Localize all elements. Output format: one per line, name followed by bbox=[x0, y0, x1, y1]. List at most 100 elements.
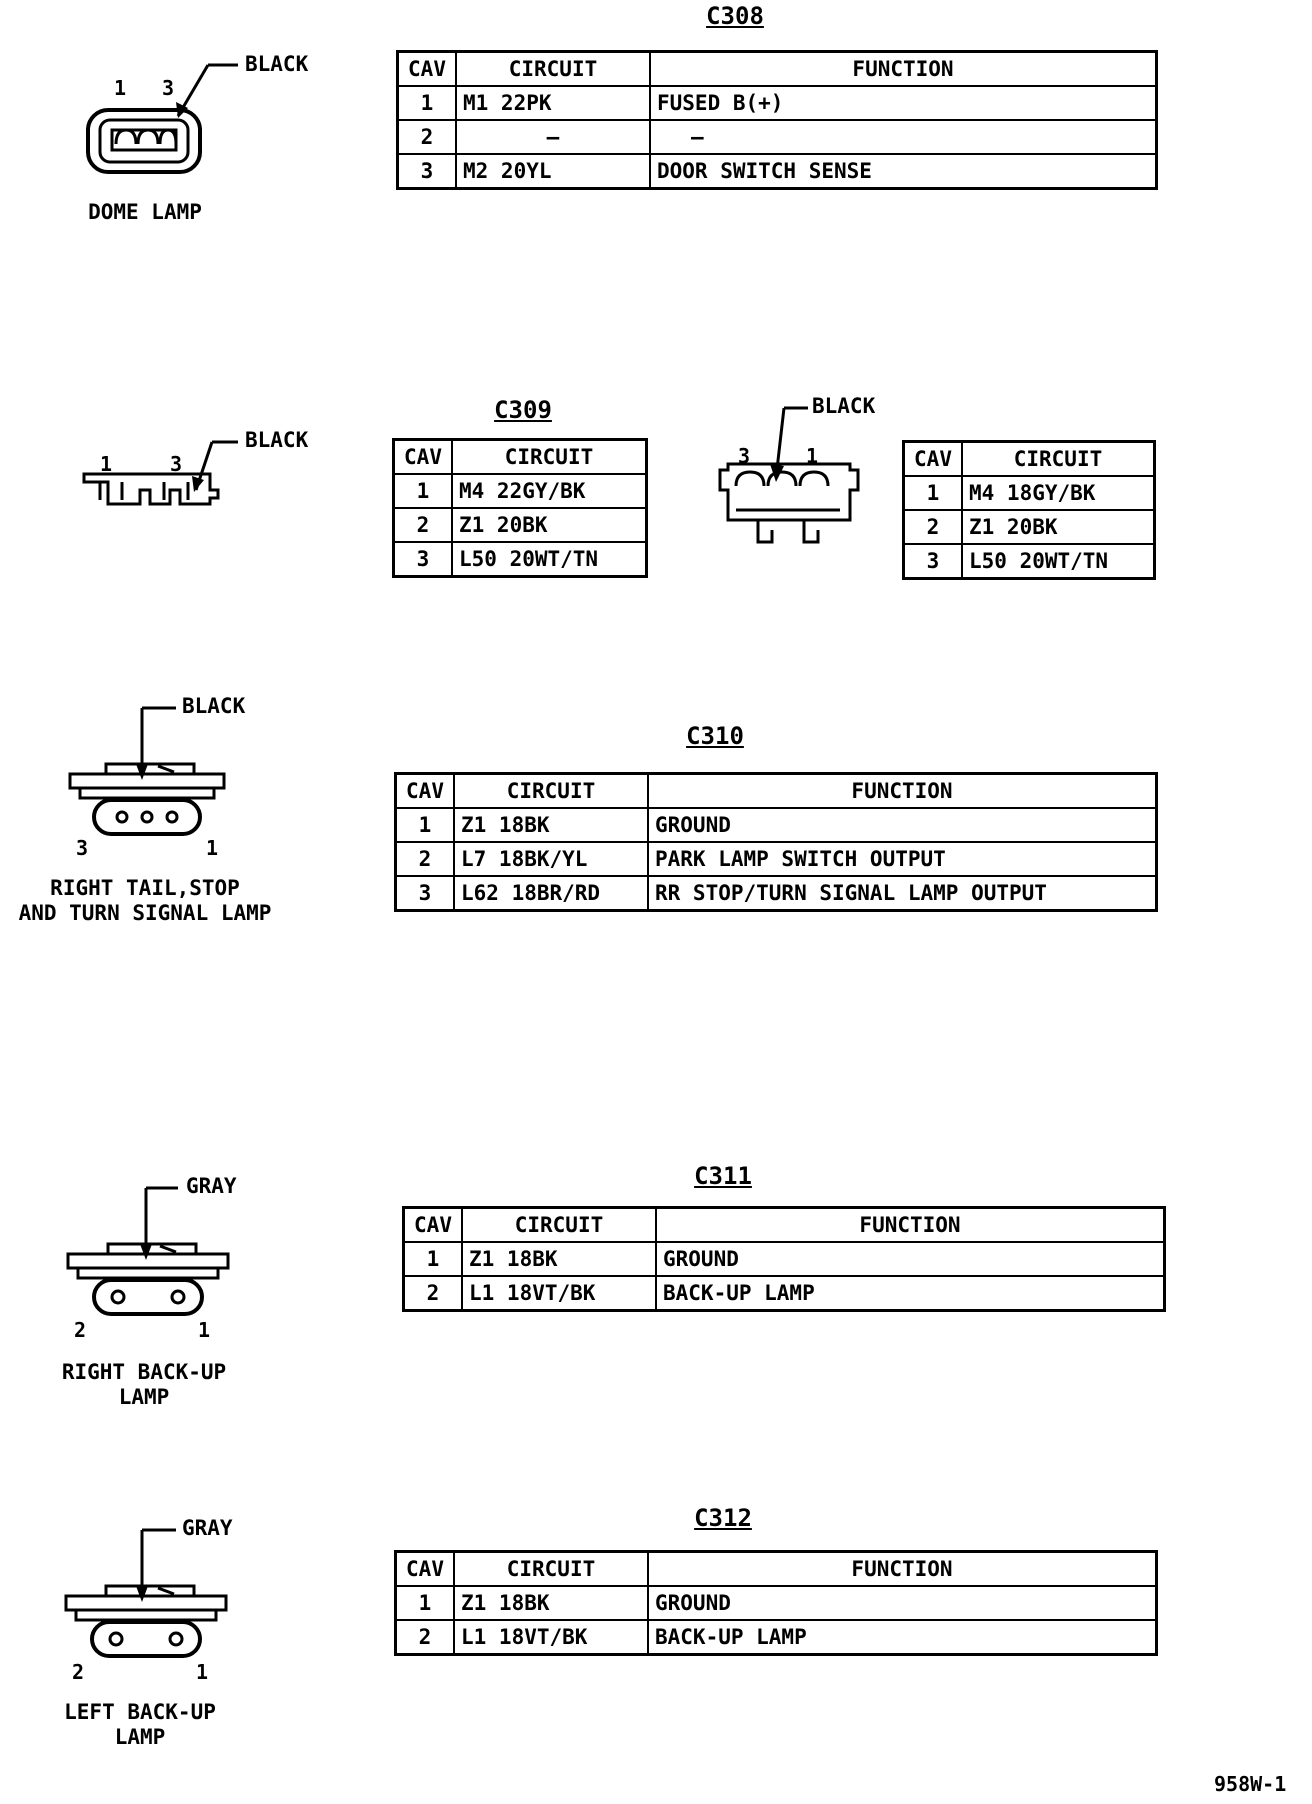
col-header-function: FUNCTION bbox=[647, 1550, 1158, 1587]
col-header-cav: CAV bbox=[392, 438, 453, 475]
function-cell: PARK LAMP SWITCH OUTPUT bbox=[647, 841, 1158, 877]
circuit-cell: Z1 20BK bbox=[451, 507, 648, 543]
c310-color-label: BLACK bbox=[182, 694, 246, 718]
circuit-cell: L7 18BK/YL bbox=[453, 841, 649, 877]
table-row: 1 Z1 18BK GROUND bbox=[394, 807, 1158, 843]
c308-color-label: BLACK bbox=[245, 52, 309, 76]
table-row: 1 M4 22GY/BK bbox=[392, 473, 648, 509]
c309-right-color-label: BLACK bbox=[812, 394, 876, 418]
c309-left-pin-1: 1 bbox=[100, 452, 113, 476]
c309-left-pin-3: 3 bbox=[170, 452, 183, 476]
cav-cell: 1 bbox=[396, 85, 457, 121]
col-header-function: FUNCTION bbox=[649, 50, 1158, 87]
col-header-circuit: CIRCUIT bbox=[961, 440, 1156, 477]
c310-pin-1: 1 bbox=[206, 836, 219, 860]
table-row: 2 L7 18BK/YL PARK LAMP SWITCH OUTPUT bbox=[394, 841, 1158, 877]
circuit-cell: Z1 18BK bbox=[461, 1241, 657, 1277]
table-row: 3 L50 20WT/TN bbox=[392, 541, 648, 578]
c311-pin-2: 2 bbox=[74, 1318, 87, 1342]
cav-cell: 1 bbox=[394, 1585, 455, 1621]
c309-right-pin-1: 1 bbox=[806, 444, 819, 468]
function-cell: — bbox=[649, 119, 1158, 155]
function-cell: FUSED B(+) bbox=[649, 85, 1158, 121]
cav-cell: 2 bbox=[392, 507, 453, 543]
cav-cell: 2 bbox=[902, 509, 963, 545]
cav-cell: 3 bbox=[396, 153, 457, 190]
c308-part-label: DOME LAMP bbox=[88, 200, 202, 224]
c312-part-label-line2: LAMP bbox=[114, 1725, 166, 1749]
c312-color-label: GRAY bbox=[182, 1516, 233, 1540]
c311-part-label-line1: RIGHT BACK-UP bbox=[61, 1360, 227, 1384]
function-cell: GROUND bbox=[647, 1585, 1158, 1621]
dome-lamp-connector-icon bbox=[86, 63, 238, 174]
table-row: 1 M4 18GY/BK bbox=[902, 475, 1156, 511]
col-header-cav: CAV bbox=[902, 440, 963, 477]
col-header-circuit: CIRCUIT bbox=[461, 1206, 657, 1243]
cav-cell: 1 bbox=[392, 473, 453, 509]
c311-pin-1: 1 bbox=[198, 1318, 211, 1342]
figure-id: 958W-1 bbox=[1214, 1772, 1287, 1796]
table-row: 2 — — bbox=[396, 119, 1158, 155]
table-row: 1 Z1 18BK GROUND bbox=[402, 1241, 1166, 1277]
col-header-cav: CAV bbox=[396, 50, 457, 87]
c310-pin-3: 3 bbox=[76, 836, 89, 860]
function-cell: BACK-UP LAMP bbox=[647, 1619, 1158, 1656]
table-row: 2 Z1 20BK bbox=[902, 509, 1156, 545]
c309-right-pin-3: 3 bbox=[738, 444, 751, 468]
table-row: 2 Z1 20BK bbox=[392, 507, 648, 543]
table-row: 2 L1 18VT/BK BACK-UP LAMP bbox=[402, 1275, 1166, 1312]
col-header-circuit: CIRCUIT bbox=[455, 50, 651, 87]
circuit-cell: Z1 18BK bbox=[453, 807, 649, 843]
table-row: 1 Z1 18BK GROUND bbox=[394, 1585, 1158, 1621]
c309-left-color-label: BLACK bbox=[245, 428, 309, 452]
function-cell: GROUND bbox=[647, 807, 1158, 843]
col-header-circuit: CIRCUIT bbox=[451, 438, 648, 475]
function-cell: GROUND bbox=[655, 1241, 1166, 1277]
c308-pin-3: 3 bbox=[162, 76, 175, 100]
c309-title: C309 bbox=[494, 396, 552, 424]
cav-cell: 3 bbox=[392, 541, 453, 578]
c309-right-table: CAV CIRCUIT 1 M4 18GY/BK 2 Z1 20BK 3 L50… bbox=[902, 440, 1156, 580]
table-row: 3 M2 20YL DOOR SWITCH SENSE bbox=[396, 153, 1158, 190]
table-row: 2 L1 18VT/BK BACK-UP LAMP bbox=[394, 1619, 1158, 1656]
circuit-cell: L1 18VT/BK bbox=[461, 1275, 657, 1312]
cav-cell: 3 bbox=[902, 543, 963, 580]
c310-title: C310 bbox=[686, 722, 744, 750]
cav-cell: 2 bbox=[402, 1275, 463, 1312]
function-cell: DOOR SWITCH SENSE bbox=[649, 153, 1158, 190]
cav-cell: 2 bbox=[396, 119, 457, 155]
circuit-cell: L50 20WT/TN bbox=[451, 541, 648, 578]
circuit-cell: M1 22PK bbox=[455, 85, 651, 121]
c312-connector-icon bbox=[64, 1528, 228, 1658]
cav-cell: 3 bbox=[394, 875, 455, 912]
circuit-cell: M4 18GY/BK bbox=[961, 475, 1156, 511]
col-header-function: FUNCTION bbox=[655, 1206, 1166, 1243]
circuit-cell: L1 18VT/BK bbox=[453, 1619, 649, 1656]
table-row: 3 L50 20WT/TN bbox=[902, 543, 1156, 580]
circuit-cell: M2 20YL bbox=[455, 153, 651, 190]
circuit-cell: L50 20WT/TN bbox=[961, 543, 1156, 580]
c311-part-label-line2: LAMP bbox=[118, 1385, 170, 1409]
c308-pin-1: 1 bbox=[114, 76, 127, 100]
c312-part-label-line1: LEFT BACK-UP bbox=[64, 1700, 216, 1724]
c312-pin-1: 1 bbox=[196, 1660, 209, 1684]
circuit-cell: — bbox=[455, 119, 651, 155]
cav-cell: 1 bbox=[394, 807, 455, 843]
col-header-cav: CAV bbox=[394, 1550, 455, 1587]
c310-connector-icon bbox=[68, 706, 226, 836]
col-header-circuit: CIRCUIT bbox=[453, 1550, 649, 1587]
circuit-cell: M4 22GY/BK bbox=[451, 473, 648, 509]
c311-color-label: GRAY bbox=[186, 1174, 237, 1198]
c311-title: C311 bbox=[694, 1162, 752, 1190]
c311-connector-icon bbox=[66, 1186, 230, 1316]
c312-title: C312 bbox=[694, 1504, 752, 1532]
cav-cell: 2 bbox=[394, 1619, 455, 1656]
c309-left-table: CAV CIRCUIT 1 M4 22GY/BK 2 Z1 20BK 3 L50… bbox=[392, 438, 648, 578]
cav-cell: 1 bbox=[402, 1241, 463, 1277]
c311-table: CAV CIRCUIT FUNCTION 1 Z1 18BK GROUND 2 … bbox=[402, 1206, 1166, 1312]
circuit-cell: Z1 20BK bbox=[961, 509, 1156, 545]
circuit-cell: L62 18BR/RD bbox=[453, 875, 649, 912]
cav-cell: 1 bbox=[902, 475, 963, 511]
function-cell: BACK-UP LAMP bbox=[655, 1275, 1166, 1312]
col-header-cav: CAV bbox=[394, 772, 455, 809]
